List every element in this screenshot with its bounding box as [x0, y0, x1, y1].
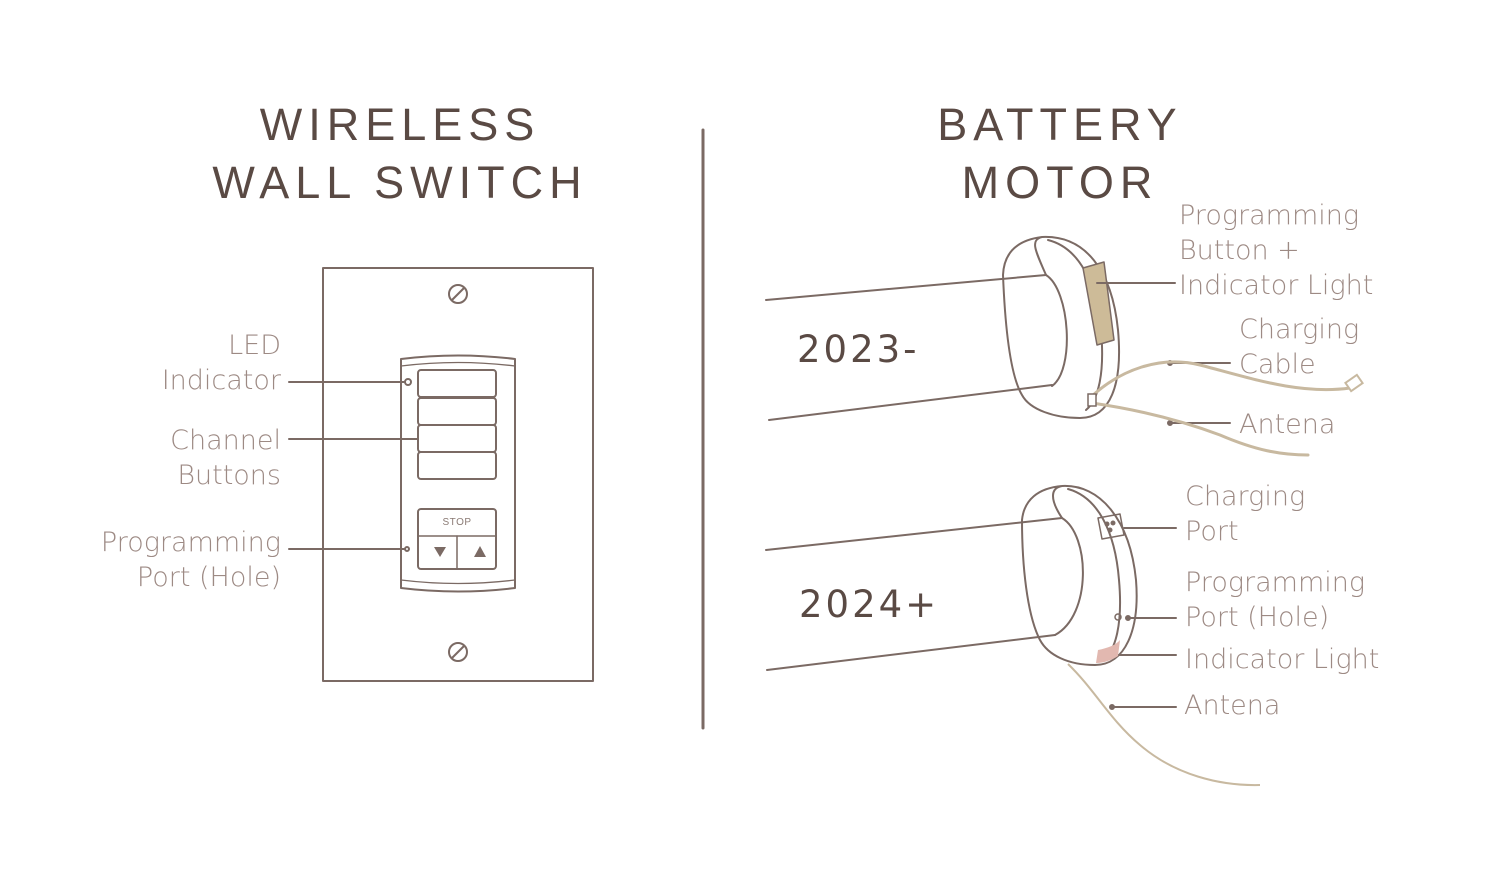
label-indicator-light: Indicator Light: [1185, 644, 1380, 675]
remote-body: [400, 354, 516, 593]
motor-2024: [765, 484, 1177, 710]
label-led-indicator: LED Indicator: [161, 330, 281, 396]
wall-plate: [322, 267, 594, 682]
screw-icon: [448, 642, 468, 662]
antena-2023: [1090, 401, 1310, 457]
label-antena-2023: Antena: [1239, 409, 1336, 440]
programming-hole-2024: [1114, 613, 1122, 621]
arrow-down-icon: [434, 547, 446, 557]
charging-cable: [1089, 360, 1352, 399]
usb-port-icon: [1097, 513, 1125, 540]
channel-button-1: [417, 369, 497, 398]
antena-2024: [1067, 663, 1261, 787]
indicator-light-patch: [1096, 640, 1120, 663]
label-antena-2024: Antena: [1184, 690, 1281, 721]
label-programming-port-2024: Programming Port (Hole): [1185, 567, 1366, 633]
battery-motor-title: BATTERY MOTOR: [937, 99, 1183, 208]
channel-button-3: [417, 424, 497, 453]
wireless-wall-switch-title: WIRELESS WALL SWITCH: [212, 99, 588, 208]
arrow-up-icon: [474, 546, 486, 557]
label-charging-cable: Charging Cable: [1239, 314, 1360, 380]
channel-button-2: [417, 397, 497, 426]
stop-label: STOP: [442, 517, 471, 528]
channel-button-4: [417, 451, 497, 480]
label-channel-buttons: Channel Buttons: [170, 425, 281, 491]
programming-button-panel: [1082, 261, 1115, 346]
year-2023: 2023-: [797, 328, 920, 371]
label-programming-button: Programming Button + Indicator Light: [1179, 200, 1374, 301]
year-2024: 2024+: [799, 583, 940, 626]
label-programming-port: Programming Port (Hole): [100, 527, 281, 593]
cable-clip: [1087, 393, 1097, 407]
charging-cable-plug: [1344, 373, 1364, 393]
screw-icon: [448, 284, 468, 304]
label-charging-port: Charging Port: [1185, 481, 1306, 547]
